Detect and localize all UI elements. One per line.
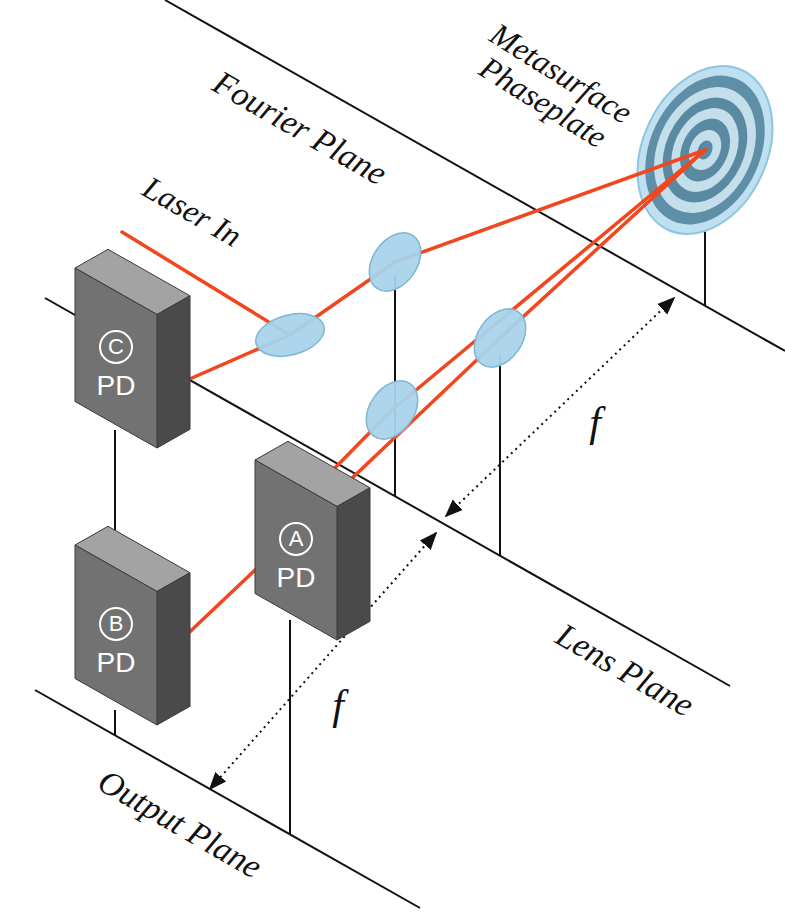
- box-side-face: [157, 296, 190, 448]
- laser-beams: [122, 150, 705, 660]
- detector-label: PD: [97, 370, 136, 402]
- metasurface-phaseplate: [612, 44, 785, 256]
- detector-label: PD: [277, 562, 316, 594]
- photodetector-box: A PD: [255, 460, 337, 640]
- box-content: A PD: [255, 460, 337, 608]
- lens-stand: [499, 355, 501, 556]
- phaseplate-stand: [704, 225, 706, 306]
- detector-stand: [114, 710, 116, 736]
- detector-label: PD: [97, 647, 136, 679]
- dimension-arrow: [446, 298, 674, 516]
- circled-letter: B: [99, 607, 133, 641]
- box-front-face: [255, 460, 337, 640]
- box-front-face: [75, 545, 157, 725]
- circled-letter: C: [99, 330, 133, 364]
- box-content: C PD: [75, 268, 157, 416]
- photodetector-box: C PD: [75, 268, 157, 448]
- plane-label: Laser In: [137, 171, 247, 254]
- plane-label: Fourier Plane: [207, 64, 392, 192]
- box-side-face: [337, 488, 370, 640]
- focal-length-label: f: [332, 683, 344, 727]
- lenses: [251, 223, 536, 449]
- box-front-face: [75, 268, 157, 448]
- plane-label: Lens Plane: [550, 617, 700, 724]
- plane-label: Metasurface Phaseplate: [443, 3, 661, 174]
- box-side-face: [157, 573, 190, 725]
- circled-letter: A: [279, 522, 313, 556]
- output-plane-line: [35, 690, 420, 908]
- photodetector-box: B PD: [75, 545, 157, 725]
- fourier-plane-line: [165, 0, 785, 351]
- plane-label: Output Plane: [92, 763, 268, 885]
- box-content: B PD: [75, 545, 157, 693]
- detector-stand: [289, 620, 291, 835]
- focal-length-label: f: [589, 400, 601, 444]
